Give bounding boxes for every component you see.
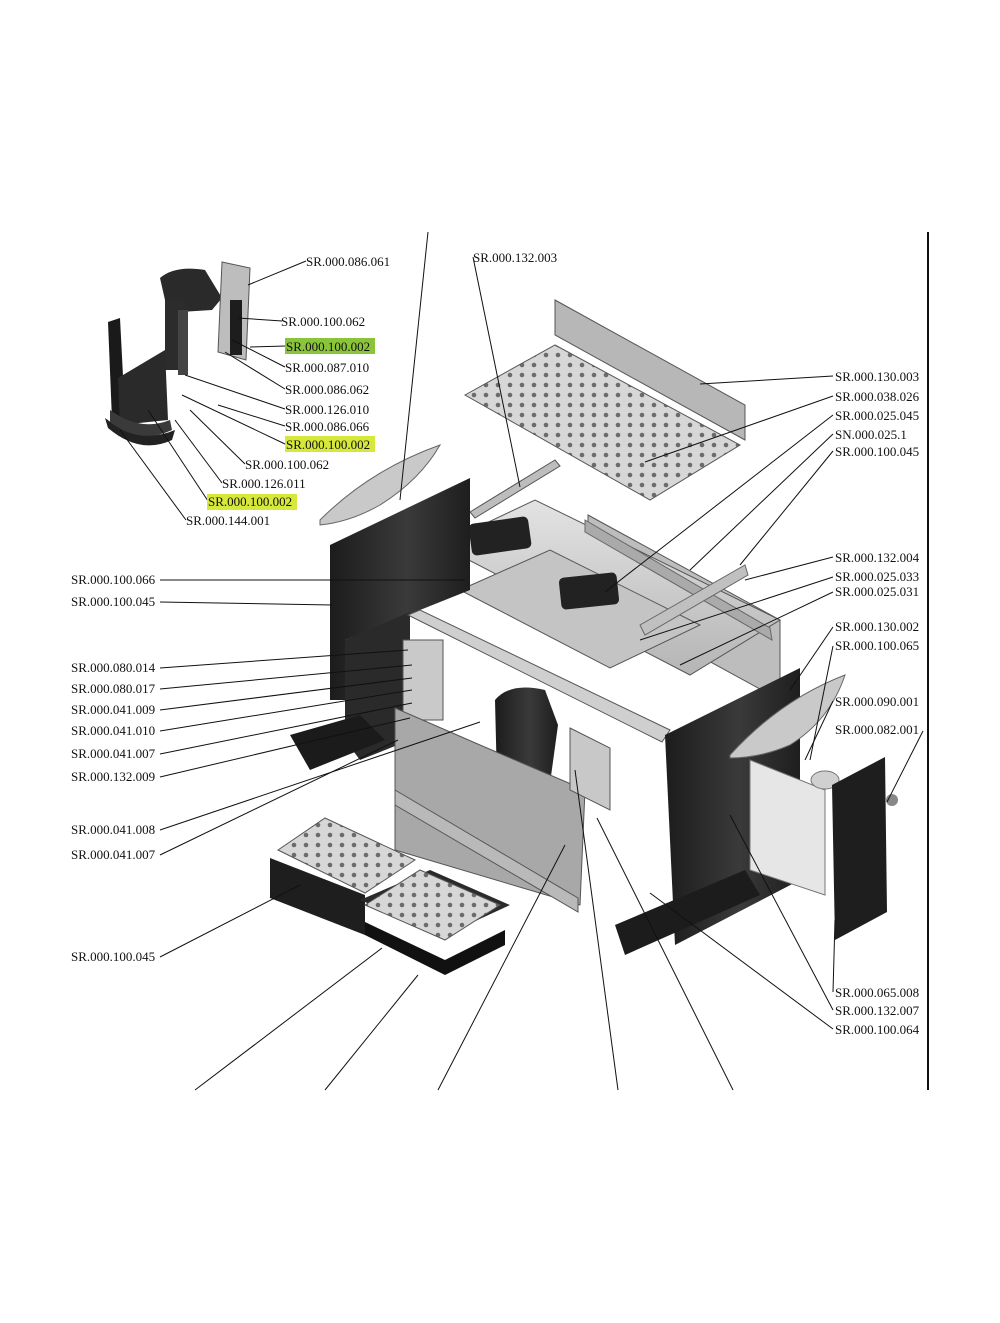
part-label: SR.000.100.062 xyxy=(245,457,329,472)
part-label: SR.000.041.008 xyxy=(71,822,155,837)
part-label: SR.000.130.003 xyxy=(835,369,919,384)
water-tank xyxy=(749,759,826,896)
part-label: SR.000.126.010 xyxy=(285,402,369,417)
inset-grinder-group xyxy=(105,261,251,446)
front-panel-sheet xyxy=(394,707,586,906)
part-label: SN.000.025.1 xyxy=(835,427,907,442)
left-side-panel xyxy=(290,478,470,770)
part-label: SR.000.100.062 xyxy=(281,314,365,329)
part-label: SR.000.025.031 xyxy=(835,584,919,599)
part-label: SR.000.080.017 xyxy=(71,681,156,696)
part-label: SR.000.100.002 xyxy=(286,437,370,452)
rail-bar xyxy=(469,459,561,519)
part-label: SR.000.144.001 xyxy=(186,513,270,528)
part-label: SR.000.025.045 xyxy=(835,408,919,423)
drawing xyxy=(105,231,924,1091)
part-label: SR.000.086.066 xyxy=(285,419,370,434)
part-label: SR.000.041.009 xyxy=(71,702,155,717)
part-labels: SR.000.086.061 SR.000.100.062 SR.000.100… xyxy=(71,250,920,1037)
label-highlight xyxy=(285,338,375,354)
part-label: SR.000.080.014 xyxy=(71,660,156,675)
part-label: SR.000.100.066 xyxy=(71,572,156,587)
label-highlight xyxy=(285,436,375,452)
part-label: SR.000.041.007 xyxy=(71,746,156,761)
part-label: SR.000.082.001 xyxy=(835,722,919,737)
lower-strip xyxy=(394,789,579,913)
part-label: SR.000.100.002 xyxy=(286,339,370,354)
right-bracket xyxy=(569,727,611,811)
cup-tray xyxy=(463,299,746,501)
part-label: SR.000.130.002 xyxy=(835,619,919,634)
part-label: SR.000.087.010 xyxy=(285,360,369,375)
part-label: SR.000.086.061 xyxy=(306,254,390,269)
part-label: SR.000.100.065 xyxy=(835,638,919,653)
part-label: SR.000.126.011 xyxy=(222,476,306,491)
chassis xyxy=(438,499,782,701)
label-highlight xyxy=(207,494,297,510)
part-label: SR.000.132.009 xyxy=(71,769,155,784)
front-crossbar xyxy=(406,609,671,743)
part-label: SR.000.132.003 xyxy=(473,250,557,265)
part-label: SR.000.100.002 xyxy=(208,494,292,509)
part-label: SR.000.100.045 xyxy=(71,594,155,609)
part-label: SR.000.038.026 xyxy=(835,389,920,404)
part-label: SR.000.041.010 xyxy=(71,723,155,738)
right-door xyxy=(832,757,887,940)
part-label: SR.000.132.007 xyxy=(835,1003,920,1018)
part-label: SR.000.132.004 xyxy=(835,550,920,565)
left-glass-cover xyxy=(319,444,442,526)
part-label: SR.000.090.001 xyxy=(835,694,919,709)
part-label: SR.000.100.045 xyxy=(835,444,919,459)
part-label: SR.000.041.007 xyxy=(71,847,156,862)
part-label: SR.000.065.008 xyxy=(835,985,919,1000)
part-label: SR.000.100.045 xyxy=(71,949,155,964)
control-panel xyxy=(402,639,444,721)
part-label: SR.000.100.064 xyxy=(835,1022,920,1037)
leader-lines xyxy=(119,231,924,1091)
part-label: SR.000.025.033 xyxy=(835,569,919,584)
drip-trays xyxy=(270,817,510,975)
part-label: SR.000.086.062 xyxy=(285,382,369,397)
